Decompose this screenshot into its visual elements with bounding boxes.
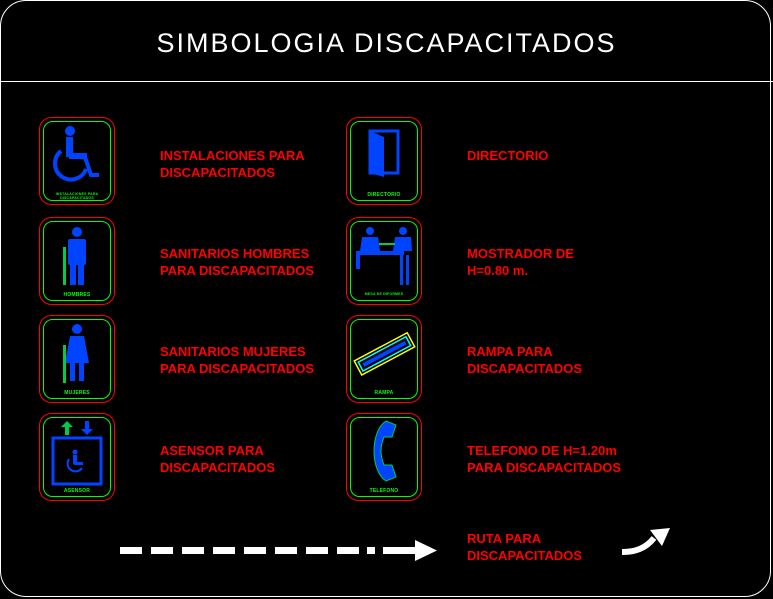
label-ramp: RAMPA PARA DISCAPACITADOS — [467, 343, 582, 377]
label-women-restroom: SANITARIOS MUJERES PARA DISCAPACITADOS — [160, 343, 314, 377]
door-icon — [368, 129, 400, 177]
wheelchair-icon — [53, 126, 99, 182]
header-divider — [0, 81, 773, 82]
label-line: H=0.80 m. — [467, 263, 529, 278]
label-men-restroom: SANITARIOS HOMBRES PARA DISCAPACITADOS — [160, 245, 314, 279]
sign-caption: ASENSOR — [63, 488, 91, 494]
elevator-icon — [51, 421, 103, 486]
man-icon — [63, 227, 86, 285]
route-dashed-arrow-icon — [120, 540, 437, 561]
sign-ramp: RAMPA — [346, 315, 422, 403]
woman-icon — [63, 324, 89, 383]
label-installations: INSTALACIONES PARA DISCAPACITADOS — [160, 147, 305, 181]
sign-caption: DIRECTORIO — [367, 192, 401, 198]
sign-caption: RAMPA — [374, 390, 394, 396]
counter-icon — [356, 227, 412, 285]
label-line: ASENSOR PARA — [160, 443, 264, 458]
label-route: RUTA PARA DISCAPACITADOS — [467, 530, 582, 564]
label-counter: MOSTRADOR DE H=0.80 m. — [467, 245, 574, 279]
label-line: DISCAPACITADOS — [160, 165, 276, 180]
label-directory: DIRECTORIO — [467, 147, 548, 164]
label-line: TELEFONO DE H=1.20m — [467, 443, 617, 458]
route-curved-arrow-icon — [621, 528, 670, 555]
page-title: SIMBOLOGIA DISCAPACITADOS — [156, 28, 617, 58]
sign-elevator: ASENSOR — [39, 413, 115, 501]
label-elevator: ASENSOR PARA DISCAPACITADOS — [160, 442, 275, 476]
sign-caption: TELEFONO — [369, 488, 399, 494]
sign-men-restroom: HOMBRES — [39, 217, 115, 305]
label-line: DIRECTORIO — [467, 148, 549, 163]
label-line: MOSTRADOR DE — [467, 246, 574, 261]
label-line: RUTA PARA — [467, 531, 542, 546]
label-line: PARA DISCAPACITADOS — [160, 263, 315, 278]
label-line: SANITARIOS MUJERES — [160, 344, 306, 359]
sign-wheelchair: INSTALACIONES PARA DISCAPACITADOS — [39, 117, 115, 205]
sign-women-restroom: MUJERES — [39, 315, 115, 403]
ramp-icon — [353, 331, 416, 377]
label-line: PARA DISCAPACITADOS — [160, 361, 315, 376]
sign-telephone: TELEFONO — [346, 413, 422, 501]
label-line: SANITARIOS HOMBRES — [160, 246, 310, 261]
label-line: PARA DISCAPACITADOS — [467, 460, 622, 475]
sign-caption: MUJERES — [64, 390, 90, 396]
sign-caption: INSTALACIONES PARA DISCAPACITADOS — [55, 192, 99, 200]
sign-caption: MESA DE INFORMES — [364, 292, 404, 296]
phone-icon — [373, 420, 397, 482]
sign-caption: HOMBRES — [63, 292, 91, 298]
label-line: DISCAPACITADOS — [160, 460, 276, 475]
label-line: INSTALACIONES PARA — [160, 148, 305, 163]
sign-counter: MESA DE INFORMES — [346, 217, 422, 305]
label-line: RAMPA PARA — [467, 344, 553, 359]
sign-directory: DIRECTORIO — [346, 117, 422, 205]
label-line: DISCAPACITADOS — [467, 361, 583, 376]
label-line: DISCAPACITADOS — [467, 548, 583, 563]
label-telephone: TELEFONO DE H=1.20m PARA DISCAPACITADOS — [467, 442, 621, 476]
